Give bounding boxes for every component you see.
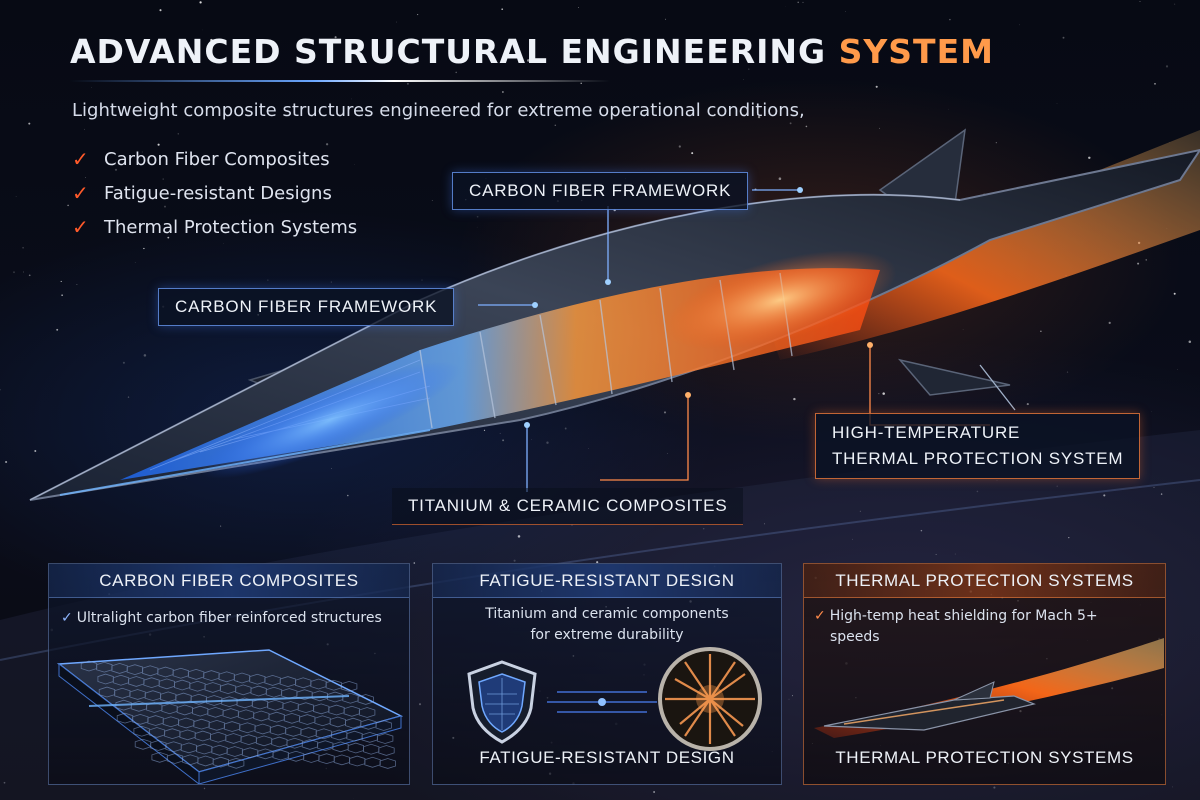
- panel-description: Titanium and ceramic components for extr…: [485, 606, 729, 643]
- lattice-sphere-icon: [658, 647, 762, 751]
- title-divider: [70, 80, 610, 82]
- carbon-fiber-honeycomb-panel: [56, 649, 404, 784]
- shield-icon: [467, 660, 537, 744]
- subtitle: Lightweight composite structures enginee…: [72, 100, 805, 121]
- panel-thermal-protection: THERMAL PROTECTION SYSTEMS ✓High-temp he…: [803, 563, 1166, 785]
- panel-description: ✓High-temp heat shielding for Mach 5+ sp…: [814, 608, 1098, 645]
- callout-carbon-framework-top: CARBON FIBER FRAMEWORK: [452, 172, 749, 210]
- panel-title: THERMAL PROTECTION SYSTEMS: [804, 564, 1165, 598]
- callout-titanium-ceramic: TITANIUM & CERAMIC COMPOSITES: [392, 488, 744, 525]
- callout-thermal-line1: HIGH-TEMPERATURE: [832, 423, 1021, 442]
- feature-list: ✓ Carbon Fiber Composites ✓ Fatigue-resist…: [72, 142, 357, 244]
- feature-item: ✓ Fatigue-resistant Designs: [72, 176, 357, 210]
- check-icon: ✓: [72, 215, 89, 239]
- callout-thermal-line2: THERMAL PROTECTION SYSTEM: [832, 449, 1124, 468]
- callout-thermal-protection: HIGH-TEMPERATURE THERMAL PROTECTION SYST…: [815, 413, 1141, 479]
- panel-title: FATIGUE-RESISTANT DESIGN: [433, 564, 781, 598]
- title-accent: SYSTEM: [838, 32, 994, 71]
- check-icon: ✓: [61, 610, 73, 626]
- check-icon: ✓: [72, 181, 89, 205]
- feature-label: Fatigue-resistant Designs: [104, 182, 332, 204]
- title-main: ADVANCED STRUCTURAL ENGINEERING: [70, 32, 839, 71]
- page-title: ADVANCED STRUCTURAL ENGINEERING SYSTEM: [70, 32, 994, 71]
- panel-title: CARBON FIBER COMPOSITES: [49, 564, 409, 598]
- panel-description: ✓Ultralight carbon fiber reinforced stru…: [61, 610, 382, 626]
- check-icon: ✓: [72, 147, 89, 171]
- feature-item: ✓ Thermal Protection Systems: [72, 210, 357, 244]
- check-icon: ✓: [814, 608, 826, 624]
- feature-label: Thermal Protection Systems: [104, 216, 358, 238]
- circuit-connector: [547, 691, 657, 713]
- feature-label: Carbon Fiber Composites: [104, 148, 330, 170]
- panel-carbon-fiber: CARBON FIBER COMPOSITES ✓Ultralight carb…: [48, 563, 410, 785]
- hypersonic-vehicle-heat-trail: [814, 638, 1164, 738]
- callout-carbon-framework-left: CARBON FIBER FRAMEWORK: [158, 288, 455, 326]
- feature-item: ✓ Carbon Fiber Composites: [72, 142, 357, 176]
- panel-footer: FATIGUE-RESISTANT DESIGN: [479, 748, 735, 767]
- panel-footer: THERMAL PROTECTION SYSTEMS: [835, 748, 1134, 767]
- panel-fatigue-resistant: FATIGUE-RESISTANT DESIGN Titanium and ce…: [432, 563, 782, 785]
